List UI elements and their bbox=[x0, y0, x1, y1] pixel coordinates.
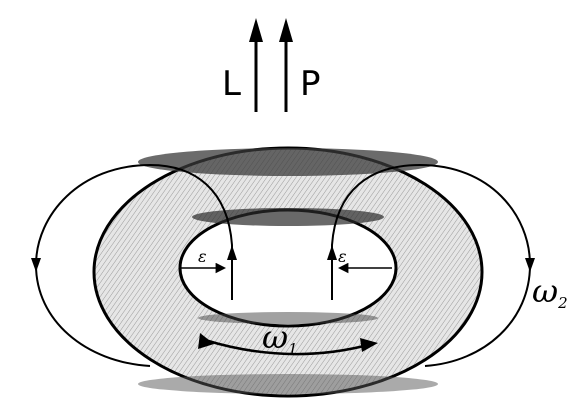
torus-inner-shade bbox=[192, 208, 384, 226]
label-P: P bbox=[300, 64, 321, 104]
left-loop-arrowhead-up bbox=[227, 245, 237, 260]
label-epsilon-right: ε bbox=[338, 247, 347, 266]
left-loop-arrowhead-down bbox=[31, 258, 41, 272]
label-epsilon-left: ε bbox=[198, 247, 207, 266]
vertical-arrows bbox=[249, 18, 293, 112]
label-L: L bbox=[222, 64, 241, 104]
torus-ring bbox=[94, 148, 482, 396]
torus bbox=[94, 148, 482, 396]
torus-top-shade bbox=[138, 148, 438, 176]
right-loop-arrowhead-up bbox=[327, 245, 337, 260]
arrow-P-head bbox=[279, 18, 293, 42]
arrow-L-head bbox=[249, 18, 263, 42]
label-omega-2: ω2 bbox=[532, 272, 568, 312]
torus-bottom-shade bbox=[138, 374, 438, 394]
right-loop-arrowhead-down bbox=[525, 258, 535, 272]
